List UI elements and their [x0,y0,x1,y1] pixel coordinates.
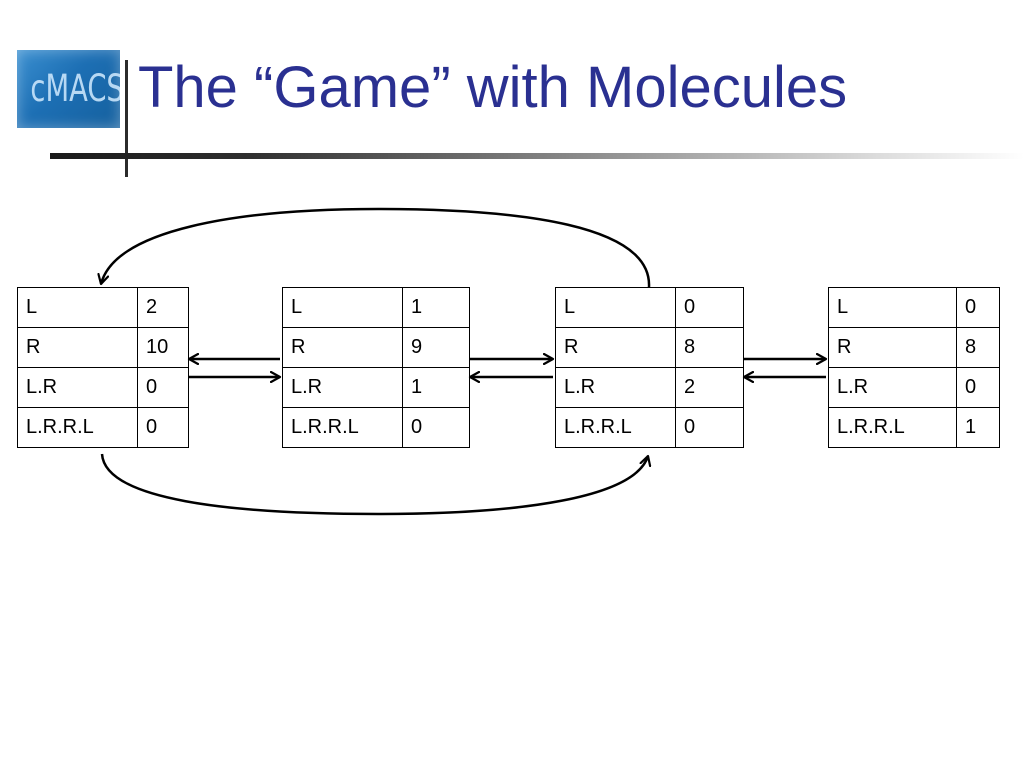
species-count: 8 [675,327,744,368]
state-table-2: L 1 R 9 L.R 1 L.R.R.L 0 [282,287,470,448]
species-name: L [282,287,403,328]
species-count: 0 [137,367,189,408]
species-name: L.R.R.L [555,407,676,448]
logo-text: cMACS [30,67,120,110]
species-count: 0 [956,287,1000,328]
species-count: 10 [137,327,189,368]
table-row: R 8 [555,327,744,368]
species-count: 0 [675,407,744,448]
species-name: R [17,327,138,368]
species-name: L.R.R.L [17,407,138,448]
species-count: 2 [675,367,744,408]
table-row: L 0 [828,287,1000,328]
table-row: L 0 [555,287,744,328]
table-row: L.R 1 [282,367,470,408]
species-count: 0 [675,287,744,328]
table-row: L.R.R.L 0 [282,407,470,448]
page-title: The “Game” with Molecules [138,55,848,120]
species-count: 1 [402,367,470,408]
title-horizontal-rule [50,153,1024,159]
cmacs-logo: cMACS [17,50,120,128]
arrow-curved-1-to-3 [100,453,648,516]
table-row: R 10 [17,327,189,368]
state-table-4: L 0 R 8 L.R 0 L.R.R.L 1 [828,287,1000,448]
arrow-curved-3-to-1 [101,207,651,288]
species-name: L.R.R.L [828,407,957,448]
species-count: 0 [402,407,470,448]
table-row: L.R 2 [555,367,744,408]
species-name: L.R [555,367,676,408]
species-count: 1 [956,407,1000,448]
state-table-1: L 2 R 10 L.R 0 L.R.R.L 0 [17,287,189,448]
species-count: 2 [137,287,189,328]
table-row: R 8 [828,327,1000,368]
species-count: 9 [402,327,470,368]
species-name: R [555,327,676,368]
species-count: 0 [137,407,189,448]
table-row: L.R.R.L 0 [555,407,744,448]
species-count: 1 [402,287,470,328]
species-count: 8 [956,327,1000,368]
species-name: L.R [282,367,403,408]
table-row: L 2 [17,287,189,328]
species-name: L.R [828,367,957,408]
table-row: R 9 [282,327,470,368]
species-name: L.R.R.L [282,407,403,448]
table-row: L.R 0 [17,367,189,408]
table-row: L.R 0 [828,367,1000,408]
table-row: L.R.R.L 0 [17,407,189,448]
species-name: L [828,287,957,328]
species-name: R [282,327,403,368]
species-name: L [555,287,676,328]
table-row: L.R.R.L 1 [828,407,1000,448]
species-name: L.R [17,367,138,408]
title-vertical-rule [125,60,128,177]
species-count: 0 [956,367,1000,408]
species-name: L [17,287,138,328]
species-name: R [828,327,957,368]
state-table-3: L 0 R 8 L.R 2 L.R.R.L 0 [555,287,744,448]
table-row: L 1 [282,287,470,328]
